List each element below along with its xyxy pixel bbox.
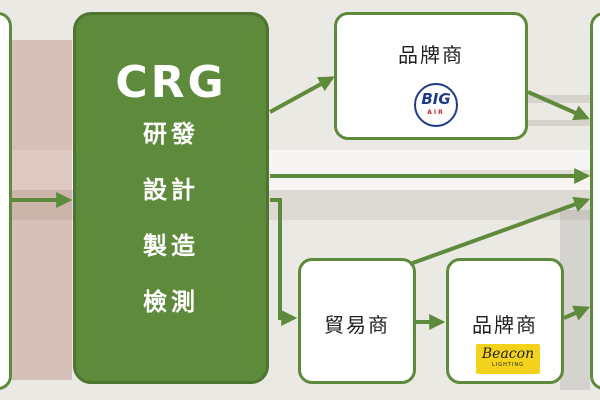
beacon-logo-text-2: LIGHTING <box>491 362 525 368</box>
big-air-logo: BIG AIR <box>414 83 458 127</box>
big-air-logo-text-1: BIG <box>421 90 451 108</box>
brand-owner-top-box: 品牌商 BIG AIR <box>334 12 528 140</box>
arrow-trader-to-right <box>409 196 591 266</box>
crg-item-rnd: 研發 <box>143 120 199 148</box>
arrow-crg-to-brand-top <box>269 76 335 114</box>
arrow-brand-bottom-to-right <box>563 305 590 321</box>
arrow-brand-top-to-right <box>527 90 590 121</box>
crg-item-manufacturing: 製造 <box>143 232 199 260</box>
arrow-crg-to-trader <box>270 198 298 326</box>
brand-owner-bottom-label: 品牌商 <box>472 313 538 337</box>
trader-label: 貿易商 <box>324 313 390 337</box>
trader-box: 貿易商 <box>298 258 416 384</box>
crg-title: CRG <box>115 57 227 108</box>
crg-item-testing: 檢測 <box>143 288 199 316</box>
big-air-logo-text-2: AIR <box>427 109 445 116</box>
brand-owner-top-label: 品牌商 <box>398 43 464 67</box>
beacon-logo: Beacon LIGHTING <box>476 344 540 374</box>
crg-box: CRG 研發 設計 製造 檢測 <box>73 12 269 384</box>
brand-owner-bottom-box: 品牌商 Beacon LIGHTING <box>446 258 564 384</box>
crg-item-design: 設計 <box>143 176 199 204</box>
beacon-logo-text-1: Beacon <box>481 346 535 362</box>
